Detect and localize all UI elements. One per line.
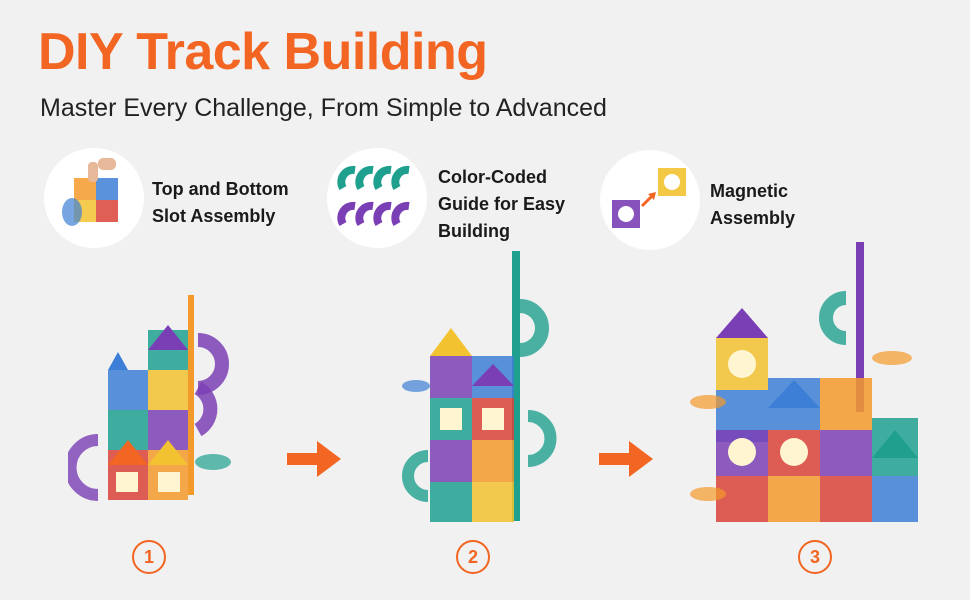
feature-label-slot-assembly: Top and Bottom Slot Assembly xyxy=(152,179,289,226)
color-tracks-icon xyxy=(337,165,410,227)
arrow-right-icon xyxy=(599,441,653,477)
feature-label-color-guide: Color-Coded Guide for Easy Building xyxy=(438,167,566,241)
feature-label-magnetic: Magnetic Assembly xyxy=(710,181,796,228)
step-number-3: 3 xyxy=(798,540,832,574)
magnet-tiles-icon xyxy=(612,168,686,228)
page-title: DIY Track Building xyxy=(38,23,488,81)
feature-image-slot-assembly xyxy=(44,148,144,248)
arrow-right-icon xyxy=(287,441,341,477)
step-number-2: 2 xyxy=(456,540,490,574)
hand-assembly-icon xyxy=(62,158,118,226)
track-build-stage-3 xyxy=(690,242,918,522)
track-build-stage-2 xyxy=(402,251,557,522)
feature-image-color-guide xyxy=(327,148,427,248)
feature-image-magnetic xyxy=(600,150,700,250)
track-build-stage-1 xyxy=(68,295,231,501)
page-subtitle: Master Every Challenge, From Simple to A… xyxy=(40,94,607,122)
step-number-1: 1 xyxy=(132,540,166,574)
